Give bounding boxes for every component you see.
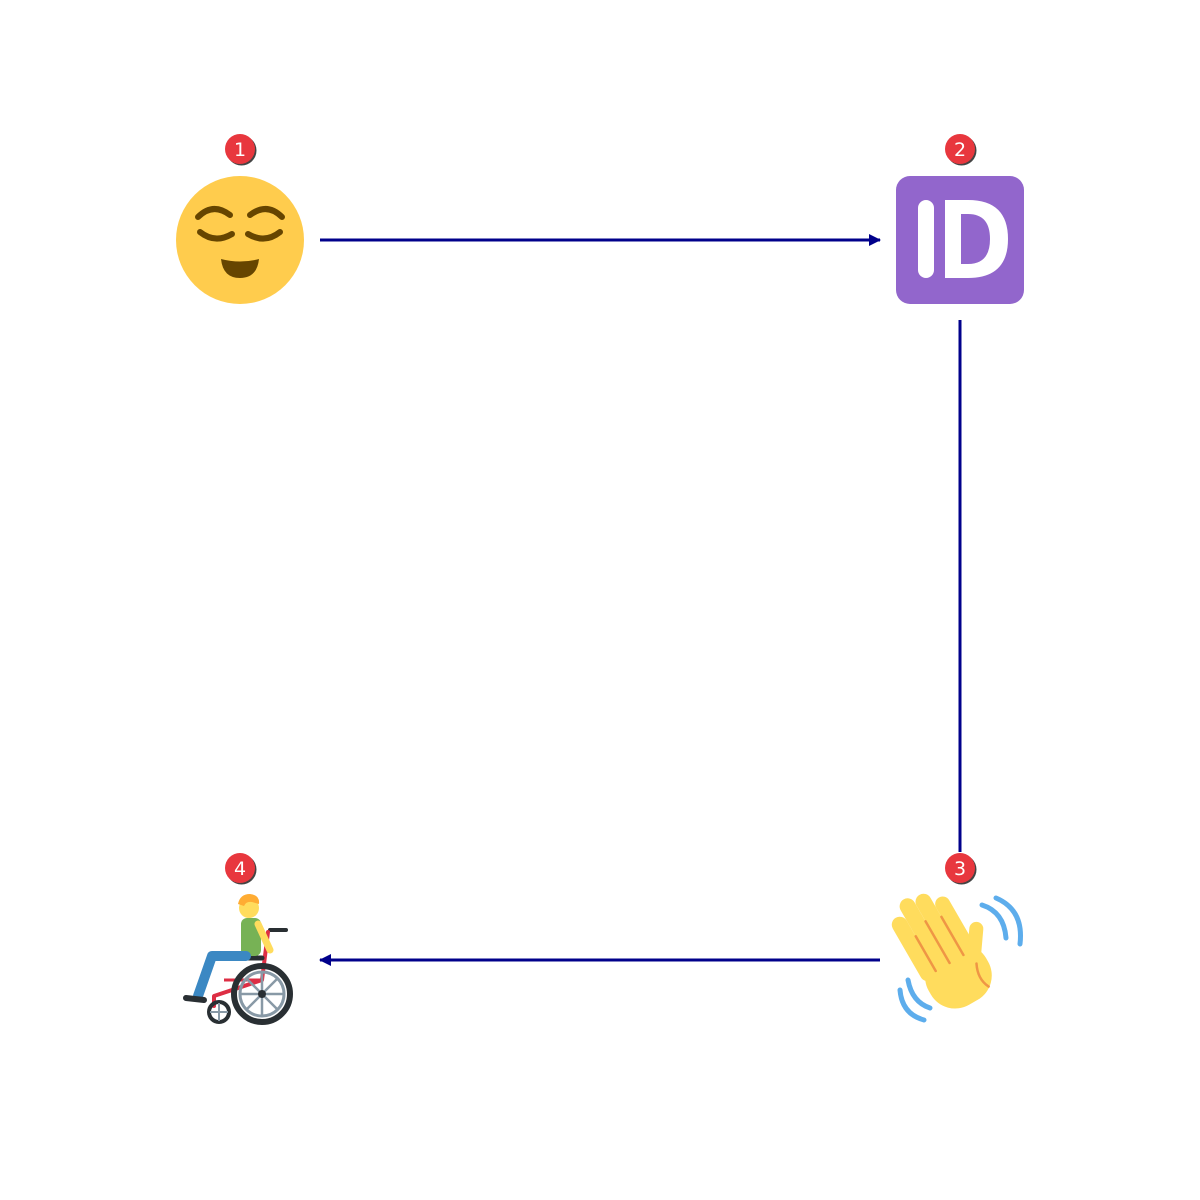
step-badge: 2 xyxy=(945,134,977,166)
waving-hand-icon xyxy=(891,893,1023,1023)
person-in-wheelchair-icon xyxy=(183,894,293,1025)
step-badge-label: 2 xyxy=(954,139,966,161)
node-2: 2 xyxy=(896,134,1024,304)
step-badge-label: 4 xyxy=(234,858,246,880)
node-4: 4 xyxy=(183,853,293,1025)
id-button-icon xyxy=(896,176,1024,304)
relieved-face-icon xyxy=(176,176,304,304)
node-3: 3 xyxy=(891,853,1023,1023)
step-badge: 3 xyxy=(945,853,977,885)
step-badge: 4 xyxy=(225,853,257,885)
step-badge-label: 3 xyxy=(954,858,966,880)
step-badge-label: 1 xyxy=(234,139,246,161)
node-1: 1 xyxy=(176,134,304,304)
edges xyxy=(319,234,962,966)
step-badge: 1 xyxy=(225,134,257,166)
